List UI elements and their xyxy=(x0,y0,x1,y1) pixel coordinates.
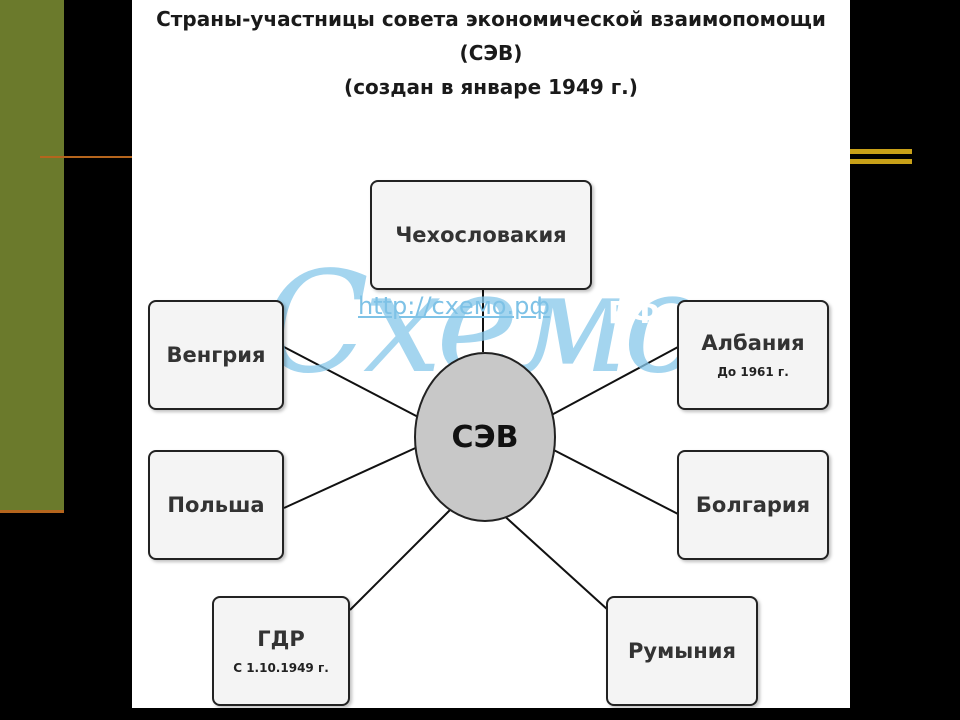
connector-albania xyxy=(543,346,679,420)
node-name: Венгрия xyxy=(166,343,266,367)
olive-side-panel xyxy=(0,0,64,512)
node-note: С 1.10.1949 г. xyxy=(233,661,329,675)
watermark-rf: РФ xyxy=(608,296,660,331)
node-name: Польша xyxy=(167,493,265,517)
slide: Страны-участницы совета экономической вз… xyxy=(132,0,850,708)
connector-poland xyxy=(283,444,423,509)
accent-line-right-bottom xyxy=(850,159,912,164)
connector-lines xyxy=(283,289,679,611)
node-gdr: ГДР С 1.10.1949 г. xyxy=(212,596,350,706)
node-poland: Польша xyxy=(148,450,284,560)
connector-romania xyxy=(499,511,609,611)
center-label: СЭВ xyxy=(451,419,519,455)
node-name: Болгария xyxy=(695,493,811,517)
node-hungary: Венгрия xyxy=(148,300,284,410)
center-node: СЭВ xyxy=(414,352,556,522)
title-line-3: (создан в январе 1949 г.) xyxy=(344,75,638,99)
node-czechoslovakia: Чехословакия xyxy=(370,180,592,290)
node-bulgaria: Болгария xyxy=(677,450,829,560)
accent-line-bottom-left xyxy=(0,510,64,513)
connector-hungary xyxy=(283,346,423,420)
title-line-2: (СЭВ) xyxy=(459,41,523,65)
node-note: До 1961 г. xyxy=(717,365,789,379)
node-name: Чехословакия xyxy=(395,223,567,247)
node-albania: Албания До 1961 г. xyxy=(677,300,829,410)
node-name: Албания xyxy=(701,331,805,355)
node-romania: Румыния xyxy=(606,596,758,706)
connector-gdr xyxy=(349,509,451,611)
accent-line-right-top xyxy=(850,149,912,154)
node-name: ГДР xyxy=(257,627,305,651)
node-name: Румыния xyxy=(628,639,736,663)
slide-title: Страны-участницы совета экономической вз… xyxy=(132,2,850,104)
accent-line-left xyxy=(40,156,132,158)
title-line-1: Страны-участницы совета экономической вз… xyxy=(156,7,826,31)
connector-bulgaria xyxy=(543,444,679,515)
